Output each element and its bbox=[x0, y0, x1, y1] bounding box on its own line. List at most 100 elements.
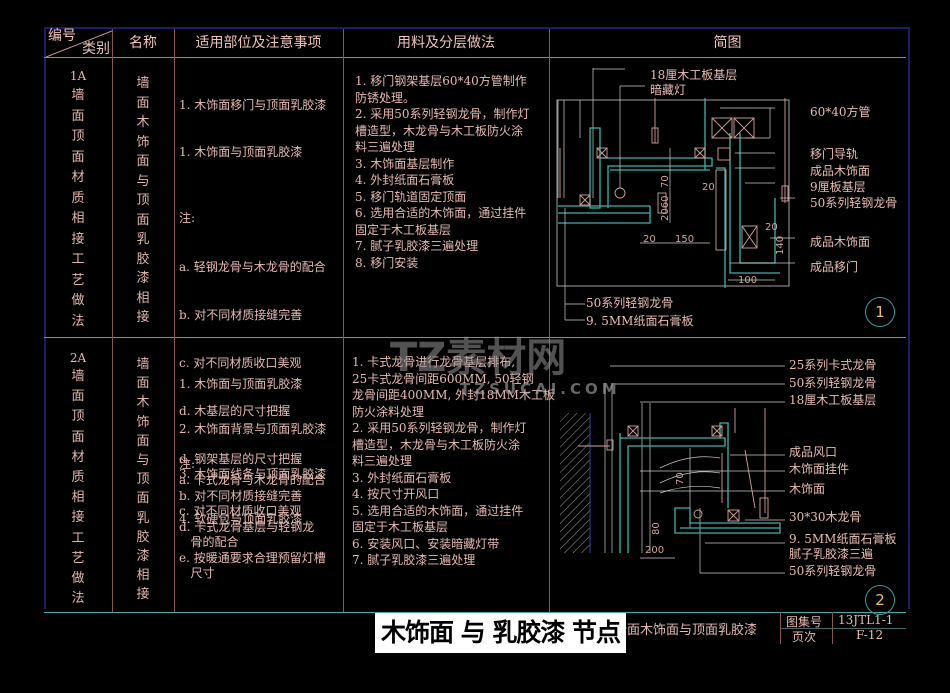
page-label: 页次 bbox=[792, 630, 817, 644]
text-line: 固定于木工板基层 bbox=[352, 520, 449, 534]
dim-label: 200 bbox=[645, 545, 664, 556]
atlas-label: 图集号 bbox=[786, 615, 823, 629]
dim-label: 70 bbox=[660, 175, 671, 188]
note-item: b. 对不同材质接缝完善 bbox=[179, 308, 303, 322]
callout-label: 成品木饰面 bbox=[810, 235, 871, 249]
notes-title: 注: bbox=[179, 457, 196, 471]
text-line: 1. 移门钢架基层60*40方管制作 bbox=[355, 74, 527, 88]
note-item: d. 木基层的尺寸把握 bbox=[179, 404, 291, 418]
vertical-char: 艺 bbox=[71, 550, 85, 566]
vertical-char: 墙 bbox=[71, 88, 85, 103]
vertical-char: 顶 bbox=[71, 409, 85, 425]
text-line: 5. 移门轨道固定顶面 bbox=[355, 189, 467, 204]
text-line: a. 卡式龙骨与木龙骨的配合 bbox=[179, 473, 326, 487]
note-item: d. 钢架基层的尺寸把握 bbox=[179, 452, 303, 466]
callout-label: 木饰面挂件 bbox=[789, 462, 850, 476]
text-line: 固定于木工板基层 bbox=[355, 222, 452, 237]
drawing-1-outline bbox=[556, 99, 790, 287]
text-line: 2. 采用50系列轻钢龙骨，制作灯 bbox=[355, 107, 530, 121]
row1-category: 墙面顶面材质相接工艺做法 bbox=[68, 86, 88, 332]
header-name: 名称 bbox=[129, 35, 157, 51]
bottom-divider bbox=[44, 612, 906, 613]
callout-label: 木饰面 bbox=[789, 482, 826, 496]
vertical-char: 面 bbox=[136, 491, 150, 507]
vertical-char: 相 bbox=[136, 568, 150, 584]
callout-label: 60*40方管 bbox=[810, 105, 871, 119]
header-category: 类别 bbox=[82, 41, 110, 57]
vertical-char: 胶 bbox=[136, 529, 150, 545]
atlas-value: 13JTL1-1 bbox=[838, 613, 894, 627]
vertical-char: 面 bbox=[71, 389, 85, 405]
text-line: d. 卡式龙骨基层与轻钢龙 bbox=[179, 519, 315, 534]
tb-hdivider bbox=[780, 628, 906, 629]
text-line: 4. 外封纸面石膏板 bbox=[355, 173, 455, 187]
callout-label: 9. 5MM纸面石膏板 bbox=[789, 532, 897, 546]
vertical-char: 饰 bbox=[136, 134, 150, 150]
callout-label: 18厘木工板基层 bbox=[789, 393, 877, 407]
header-drawing: 简图 bbox=[713, 35, 742, 51]
notes-title: 注: bbox=[179, 211, 196, 225]
dim-label: 100 bbox=[738, 275, 757, 286]
scope-item: 3. 木饰面线条与顶面乳胶漆 bbox=[179, 467, 327, 481]
watermark-url: TZSUCAI.COM bbox=[460, 380, 621, 398]
vertical-char: 面 bbox=[136, 433, 150, 449]
vertical-char: 与 bbox=[136, 453, 150, 469]
scope-item: 2. 木饰面背景与顶面乳胶漆 bbox=[179, 422, 327, 436]
col-divider-4 bbox=[549, 29, 550, 612]
text-line: 防火涂料处理 bbox=[352, 404, 425, 419]
drawing-1-sketch: 70 2060 20 20 150 20 140 100 bbox=[556, 68, 795, 321]
col-divider-3 bbox=[343, 29, 344, 612]
detail-number-1: 1 bbox=[865, 297, 895, 327]
text-line: 6. 安装风口、安装暗藏灯带 bbox=[352, 536, 500, 551]
scope-item: 1. 木饰面移门与顶面乳胶漆 bbox=[179, 98, 327, 112]
vertical-char: 面 bbox=[136, 154, 150, 169]
header-divider bbox=[44, 57, 906, 58]
text-line: 尺寸 bbox=[179, 566, 215, 580]
page-value: F-12 bbox=[856, 628, 884, 642]
row1-name: 墙面木饰面与顶面乳胶漆相接 bbox=[133, 74, 153, 328]
drawing-title: 墙面木饰面与顶面乳胶漆 bbox=[614, 623, 758, 638]
vertical-char: 材 bbox=[71, 170, 85, 185]
vertical-char: 法 bbox=[71, 591, 85, 607]
drawing-frame bbox=[44, 27, 910, 609]
text-line: b. 对不同材质接缝完善 bbox=[179, 488, 303, 503]
vertical-char: 木 bbox=[136, 115, 150, 130]
vertical-char: 质 bbox=[71, 190, 85, 206]
row2-name: 墙面木饰面与顶面乳胶漆相接 bbox=[133, 355, 153, 605]
vertical-char: 乳 bbox=[136, 510, 150, 526]
text-line: 1. 卡式龙骨进行龙骨基层排布, bbox=[352, 355, 516, 369]
text-line: 槽造型，木龙骨与木工板防火涂 bbox=[352, 437, 521, 452]
vertical-char: 墙 bbox=[136, 76, 150, 91]
row1-notes: 注: a. 轻钢龙骨与木龙骨的配合 b. 对不同材质接缝完善 c. 对不同材质收… bbox=[179, 178, 326, 483]
callout-label: 50系列轻钢龙骨 bbox=[810, 196, 898, 210]
row2-scope: 1. 木饰面与顶面乳胶漆 2. 木饰面背景与顶面乳胶漆 3. 木饰面线条与顶面乳… bbox=[179, 347, 326, 542]
callout-label: 成品木饰面 bbox=[810, 164, 871, 178]
header-method: 用料及分层做法 bbox=[397, 35, 495, 51]
row1-method: 1. 移门钢架基层60*40方管制作防锈处理。2. 采用50系列轻钢龙骨，制作灯… bbox=[355, 74, 530, 272]
callout-label: 18厘木工板基层 bbox=[650, 68, 738, 82]
vertical-char: 法 bbox=[71, 313, 85, 329]
dim-label: 150 bbox=[675, 234, 694, 245]
vertical-char: 接 bbox=[136, 310, 150, 325]
text-line: 25卡式龙骨间距600MM, 50轻钢 bbox=[352, 371, 534, 386]
vertical-char: 漆 bbox=[136, 549, 150, 565]
vertical-char: 做 bbox=[71, 293, 85, 308]
text-line: 龙骨间距400MM, 外封18MM木工板 bbox=[352, 388, 555, 402]
header-scope: 适用部位及注意事项 bbox=[195, 35, 322, 51]
drawing-2-sketch: 70 80 200 bbox=[560, 365, 785, 574]
callout-label: 成品移门 bbox=[810, 260, 859, 274]
vertical-char: 做 bbox=[71, 571, 85, 587]
text-line: 7. 腻子乳胶漆三遍处理 bbox=[355, 239, 479, 253]
text-line: 料三遍处理 bbox=[352, 454, 413, 468]
vertical-char: 艺 bbox=[71, 272, 85, 288]
dim-label: 20 bbox=[765, 222, 778, 233]
text-line: 槽造型，木龙骨与木工板防火涂 bbox=[355, 123, 524, 138]
dim-label: 20 bbox=[643, 234, 656, 245]
vertical-char: 面 bbox=[71, 108, 85, 124]
dim-label: 140 bbox=[775, 236, 786, 255]
text-line: 3. 木饰面基层制作 bbox=[355, 156, 455, 171]
wall-hatch bbox=[560, 413, 590, 553]
row1-code: 1A bbox=[69, 69, 87, 83]
vertical-char: 相 bbox=[71, 490, 85, 506]
detail-number-2: 2 bbox=[865, 585, 895, 615]
